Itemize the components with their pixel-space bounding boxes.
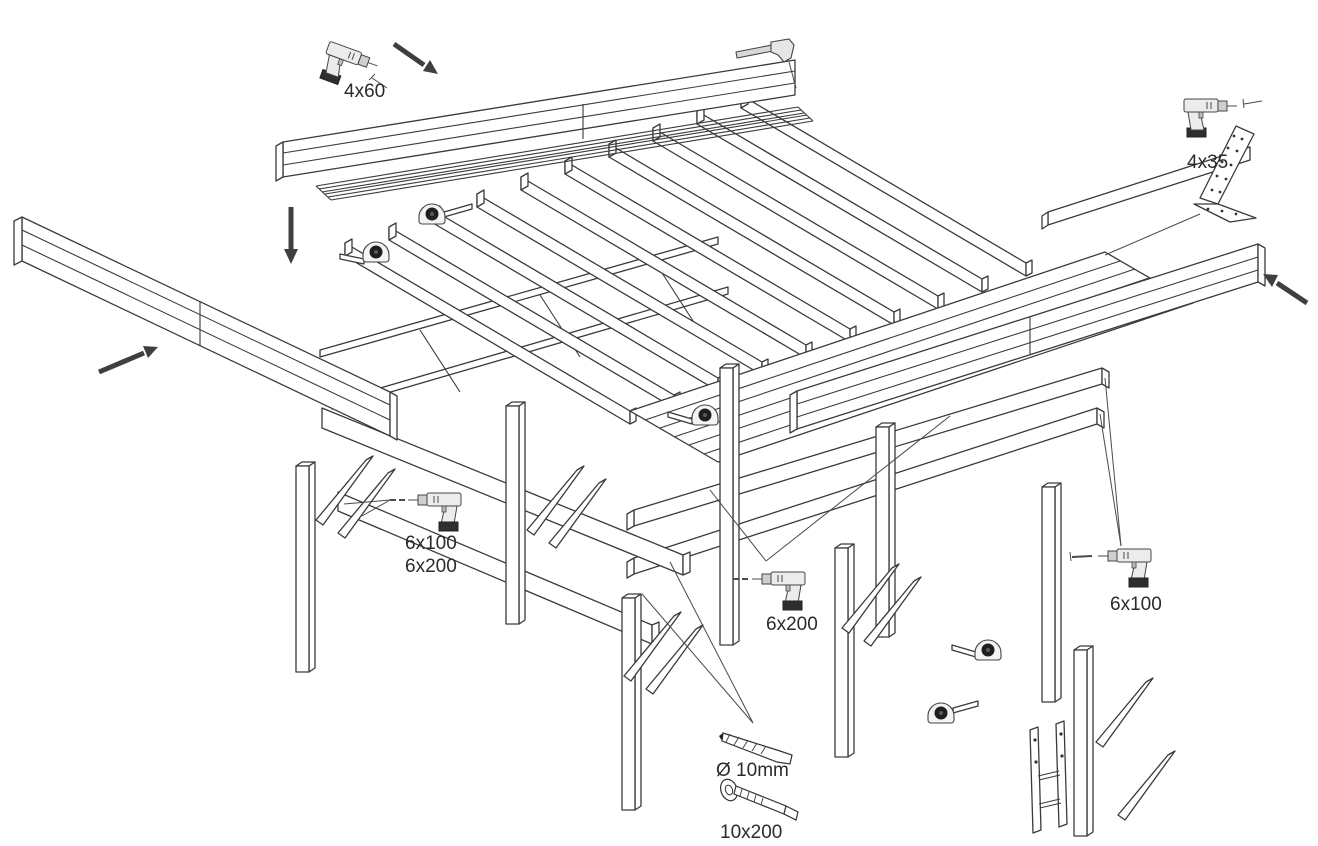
right-side-beam: [789, 243, 1266, 434]
girder-upper: [626, 367, 1110, 531]
label-screw-4x35: 4x35: [1187, 152, 1228, 173]
post: [719, 363, 740, 646]
label-brace-screw-2: 6x200: [405, 556, 457, 577]
post: [1073, 645, 1094, 837]
post-leader-line: [1104, 377, 1122, 547]
bit-leader-line: [669, 561, 754, 724]
post-leader-line: [1099, 413, 1122, 547]
roof-slat-panel: [315, 106, 814, 201]
arrow-up-right-icon: [98, 346, 158, 375]
label-screw-4x60: 4x60: [344, 81, 385, 102]
bracket-leader-line: [1104, 213, 1201, 256]
cordless-drill-icon: [751, 571, 806, 611]
tape-measures: [339, 203, 1002, 724]
h-post-anchor-icon: [1029, 720, 1068, 834]
rafter: [344, 238, 637, 425]
angle-bracket-icon: [1193, 125, 1257, 223]
post: [1041, 482, 1062, 703]
tape-measure-icon: [667, 404, 719, 426]
tape-measure-icon: [339, 241, 390, 265]
girder-leader-line: [709, 489, 767, 562]
brace-pair: [1095, 677, 1176, 821]
label-post-screw: 6x100: [1110, 594, 1162, 615]
post: [875, 422, 896, 638]
post: [295, 461, 316, 673]
left-side-beam: [13, 216, 398, 441]
post: [621, 593, 642, 811]
label-anchor-bolt: 10x200: [720, 822, 782, 843]
arrow-down-icon: [284, 207, 298, 264]
rafter: [696, 106, 989, 293]
girder-leader-line: [765, 415, 951, 562]
brace-pair: [841, 563, 922, 647]
brace-pair: [526, 465, 607, 549]
post: [505, 401, 526, 625]
drill-4x35: [1183, 98, 1263, 138]
left-girder-upper: [321, 407, 691, 576]
roof-rafters: [344, 90, 1033, 425]
arrow-down-right-icon: [392, 41, 438, 74]
brace-leader-line: [361, 499, 391, 517]
label-girder-screw: 6x200: [766, 614, 818, 635]
brace-leader-line: [343, 499, 391, 505]
screw-icon: [1243, 100, 1263, 105]
tape-measure-icon: [418, 203, 473, 225]
lag-bolt-icon: [719, 778, 799, 821]
left-girder-lower: [337, 491, 660, 645]
label-bit-diameter: Ø 10mm: [716, 760, 789, 781]
fascia-beam: [275, 59, 796, 182]
screw-icon: [371, 77, 388, 89]
diagonal-braces: [315, 455, 1176, 821]
girder-lower: [626, 407, 1105, 579]
cordless-drill-icon: [1097, 548, 1152, 588]
tape-measure-icon: [927, 700, 979, 724]
hammer-icon: [735, 38, 797, 89]
screw-icon: [1071, 555, 1093, 558]
drill-4x60: [316, 40, 388, 96]
label-brace-screw-1: 6x100: [405, 533, 457, 554]
cordless-drill-icon: [1183, 98, 1238, 138]
post: [834, 543, 855, 758]
bit-leader-line: [641, 593, 754, 724]
roof-battens: [319, 236, 729, 410]
posts: [295, 363, 1094, 837]
tape-measure-icon: [951, 639, 1002, 661]
drill-bit-icon: [719, 732, 793, 765]
brace-pair: [315, 455, 396, 539]
arrow-up-left-icon: [1263, 274, 1309, 306]
roof-edge-beam: [1041, 146, 1251, 230]
